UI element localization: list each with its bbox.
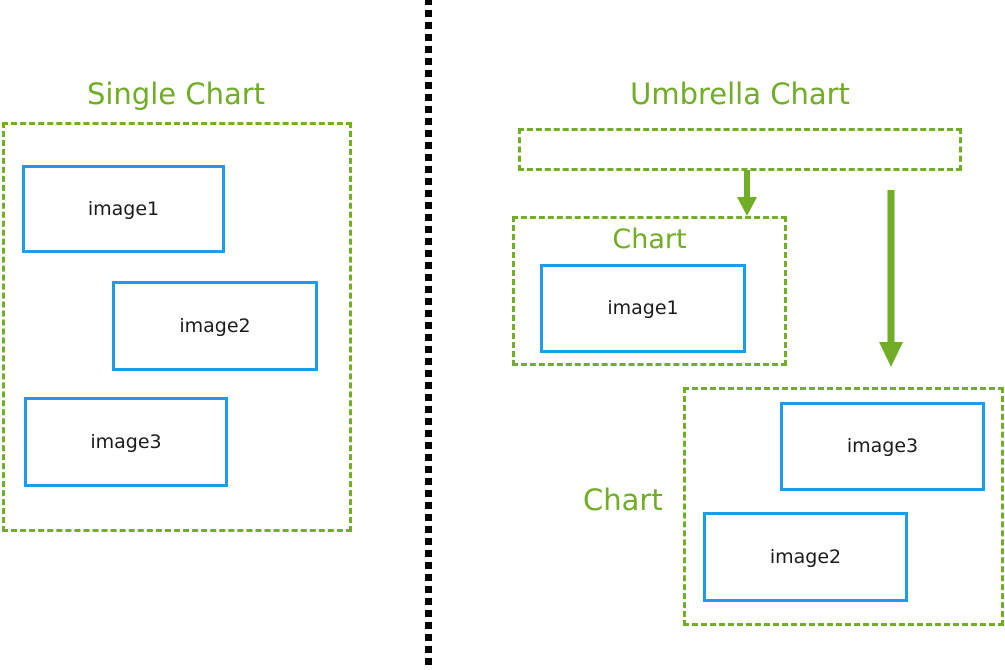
image-box-label: image1 [87, 197, 160, 220]
image-box-label: image2 [769, 545, 842, 568]
chart-b-container [683, 387, 1004, 626]
page-title-single-chart: Single Chart [86, 77, 266, 111]
chart-a-container [512, 216, 787, 366]
arrow-down-icon-to-chart-a [737, 170, 757, 216]
image-box-image1-single[interactable]: image1 [22, 165, 225, 253]
image-box-image3-single[interactable]: image3 [24, 397, 228, 487]
image-box-label: image1 [607, 297, 679, 319]
panel-divider-dotted [425, 0, 432, 670]
single-chart-group-container [2, 122, 352, 532]
image-box-image1-chart-a[interactable]: image1 [540, 264, 746, 353]
image-box-label: image3 [90, 430, 162, 453]
page-title-umbrella-chart: Umbrella Chart [630, 77, 850, 111]
umbrella-chart-group-container [518, 128, 962, 171]
image-box-image2-single[interactable]: image2 [112, 281, 318, 371]
chart-b-label: Chart [583, 483, 663, 517]
chart-a-label: Chart [612, 224, 687, 255]
arrow-down-icon-to-chart-b [879, 190, 903, 367]
image-box-image2-chart-b[interactable]: image2 [703, 512, 908, 602]
image-box-label: image2 [179, 314, 251, 337]
image-box-label: image3 [846, 435, 919, 457]
image-box-image3-chart-b[interactable]: image3 [780, 402, 985, 491]
